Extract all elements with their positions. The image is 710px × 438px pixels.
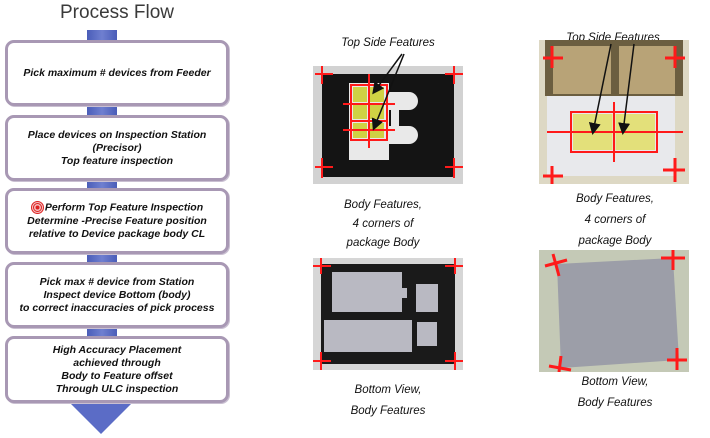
right-bottom-caption-line-1: Bottom View, [581, 376, 649, 388]
flow-arrow-head [69, 402, 133, 434]
left-body-caption-line-1: Body Features, [344, 199, 422, 211]
left-bottom-caption-line-2: Body Features [350, 405, 426, 417]
step-1-line-1: Pick maximum # devices from Feeder [23, 66, 211, 79]
right-body-caption-line-3: package Body [578, 235, 652, 247]
step-2-line-3: Top feature inspection [60, 154, 174, 167]
right-bottom-view-photo [539, 250, 689, 372]
flow-step-2: Place devices on Inspection Station (Pre… [5, 115, 229, 181]
step-4-line-1: Pick max # device from Station [39, 275, 195, 288]
step-3-line-1: Perform Top Feature Inspection [27, 201, 207, 215]
left-body-caption-line-2: 4 corners of [352, 218, 414, 230]
process-flow-title: Process Flow [60, 2, 175, 23]
flow-step-1: Pick maximum # devices from Feeder [5, 40, 229, 106]
left-top-features-label: Top Side Features [341, 37, 435, 49]
flow-step-3: Perform Top Feature Inspection Determine… [5, 188, 229, 254]
step-3-line-3: relative to Device package body CL [28, 227, 206, 240]
right-bottom-caption-line-2: Body Features [577, 397, 653, 409]
step-2-line-2: (Precisor) [92, 141, 142, 154]
flow-step-4: Pick max # device from Station Inspect d… [5, 262, 229, 328]
right-top-side-photo [539, 40, 689, 184]
step-5-line-3: Body to Feature offset [61, 369, 173, 382]
right-body-caption: Body Features, 4 corners of package Body [545, 189, 685, 252]
flow-step-5: High Accuracy Placement achieved through… [5, 336, 229, 403]
left-body-caption: Body Features, 4 corners of package Body [318, 196, 448, 253]
right-body-caption-line-2: 4 corners of [584, 214, 646, 226]
step-5-line-4: Through ULC inspection [55, 382, 179, 395]
right-body-caption-line-1: Body Features, [576, 193, 654, 205]
step-4-line-2: Inspect device Bottom (body) [43, 288, 191, 301]
left-feature-arrows [371, 53, 405, 131]
left-top-side-photo [313, 66, 463, 184]
right-bottom-caption: Bottom View, Body Features [550, 372, 680, 414]
step-2-line-1: Place devices on Inspection Station [27, 128, 207, 141]
step-3-line-2: Determine -Precise Feature position [27, 214, 207, 227]
left-bottom-view-photo [313, 258, 463, 370]
left-bottom-caption-line-1: Bottom View, [354, 384, 422, 396]
target-icon [30, 201, 44, 215]
step-4-line-3: to correct inaccuracies of pick process [19, 301, 215, 314]
step-5-line-2: achieved through [73, 356, 161, 369]
left-bottom-caption: Bottom View, Body Features [318, 380, 458, 422]
step-3-line-1-text: Perform Top Feature Inspection [44, 201, 204, 214]
step-5-line-1: High Accuracy Placement [52, 343, 182, 356]
left-body-caption-line-3: package Body [346, 237, 420, 249]
